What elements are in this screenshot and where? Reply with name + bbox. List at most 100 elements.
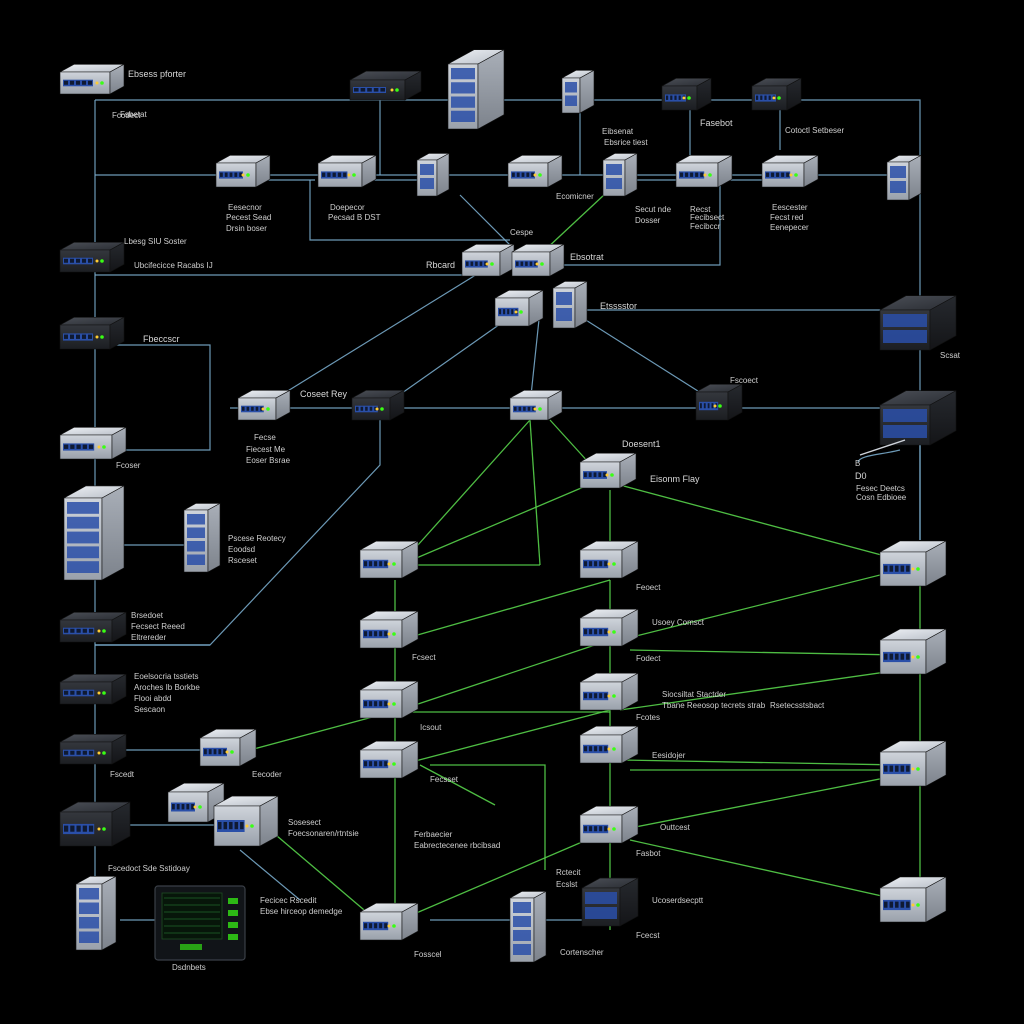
label: Ecslst bbox=[556, 880, 578, 889]
switch-device bbox=[59, 63, 125, 95]
label: Ebse hirceop demedge bbox=[260, 907, 343, 916]
link bbox=[629, 839, 901, 901]
label: Fosscel bbox=[414, 950, 442, 959]
link bbox=[459, 194, 511, 246]
link bbox=[629, 649, 901, 656]
server-tower bbox=[886, 154, 922, 201]
label: Eabrectecenee rbcibsad bbox=[414, 841, 500, 850]
label: Fecibccr bbox=[690, 222, 721, 231]
link bbox=[419, 764, 496, 806]
label: Doepecor bbox=[330, 203, 365, 212]
label: Sescaon bbox=[134, 705, 165, 714]
switch-device bbox=[879, 876, 947, 923]
link bbox=[399, 419, 531, 566]
label: Fecst red bbox=[770, 213, 803, 222]
server-tower bbox=[447, 49, 505, 130]
label: Fecicec Rscedit bbox=[260, 896, 317, 905]
switch-device bbox=[579, 608, 639, 647]
label: B bbox=[855, 459, 860, 468]
label: Eoser Bsrae bbox=[246, 456, 291, 465]
link bbox=[569, 309, 721, 406]
switch-device bbox=[317, 154, 377, 188]
switch-device bbox=[215, 154, 271, 188]
label: Usoey Comsct bbox=[652, 618, 705, 627]
label: Rsetecsstsbact bbox=[770, 701, 825, 710]
rack-server bbox=[879, 390, 957, 446]
link bbox=[269, 829, 371, 916]
label: Recst bbox=[690, 205, 711, 214]
link bbox=[619, 484, 901, 561]
switch-device bbox=[59, 673, 127, 705]
label: Eoodsd bbox=[228, 545, 255, 554]
label: Fcsect bbox=[412, 653, 436, 662]
switch-device bbox=[59, 426, 127, 460]
switch-device bbox=[199, 728, 257, 767]
label: Fscedt bbox=[110, 770, 135, 779]
label: Ubcifecicce Racabs IJ bbox=[134, 261, 213, 270]
label: Eesecnor bbox=[228, 203, 262, 212]
label: Ecomicner bbox=[556, 192, 594, 201]
switch-device bbox=[237, 389, 291, 421]
switch-device bbox=[507, 154, 563, 188]
link bbox=[399, 829, 611, 921]
switch-device bbox=[761, 154, 819, 188]
switch-device bbox=[675, 154, 733, 188]
label: Secut nde bbox=[635, 205, 672, 214]
label: Rctecit bbox=[556, 868, 581, 877]
label: Foecsonaren/rtntsie bbox=[288, 829, 359, 838]
switch-device bbox=[359, 740, 419, 779]
rack-server bbox=[879, 295, 957, 351]
server-tower bbox=[75, 875, 117, 951]
label: Rbcard bbox=[426, 260, 455, 270]
server-tower bbox=[552, 280, 588, 329]
link bbox=[529, 309, 541, 406]
link bbox=[399, 479, 601, 566]
server-tower bbox=[602, 152, 638, 197]
link bbox=[264, 259, 501, 406]
switch-device bbox=[579, 452, 637, 489]
link bbox=[619, 569, 901, 641]
switch-device bbox=[579, 672, 639, 711]
label: Rsceset bbox=[228, 556, 258, 565]
label: Pscese Reotecy bbox=[228, 534, 286, 543]
label: Fodect bbox=[636, 654, 661, 663]
labels-layer: Ebsess pforter Fcodect Eibsenat Ebsrice … bbox=[108, 69, 961, 972]
label: Doesent1 bbox=[622, 439, 661, 449]
link bbox=[857, 449, 901, 463]
label: Pecest Sead bbox=[226, 213, 271, 222]
label: Fasebot bbox=[700, 118, 733, 128]
label: Flooi abdd bbox=[134, 694, 171, 703]
label: Fscedoct Sde Sstidoay bbox=[108, 864, 190, 873]
label: Dosser bbox=[635, 216, 661, 225]
link bbox=[399, 579, 611, 641]
label: Fecsect Reeed bbox=[131, 622, 185, 631]
switch-device bbox=[351, 389, 405, 421]
label: Eltrereder bbox=[131, 633, 166, 642]
switch-device bbox=[349, 70, 422, 101]
switch-device bbox=[59, 611, 127, 643]
link bbox=[529, 419, 541, 566]
label: Tbane Reeosop tecrets strab bbox=[662, 701, 766, 710]
label: Scsat bbox=[940, 351, 961, 360]
label: Siocsiltat Stactder bbox=[662, 690, 726, 699]
label: Cotoctl Setbeser bbox=[785, 126, 844, 135]
switch-device bbox=[59, 241, 125, 273]
switch-device bbox=[661, 77, 712, 111]
cable bbox=[859, 439, 906, 456]
link bbox=[399, 709, 611, 766]
label: Coseet Rey bbox=[300, 389, 348, 399]
label: Etsssstor bbox=[600, 301, 637, 311]
link bbox=[95, 344, 211, 451]
label: Ebsotrat bbox=[570, 252, 604, 262]
switch-device bbox=[509, 389, 563, 421]
switch-device bbox=[579, 805, 639, 844]
label: Eecoder bbox=[252, 770, 282, 779]
link bbox=[399, 639, 611, 711]
label: D0 bbox=[855, 471, 867, 481]
label: Fcecst bbox=[636, 931, 660, 940]
label: Eoelsocria tsstiets bbox=[134, 672, 198, 681]
label: Pecsad B DST bbox=[328, 213, 381, 222]
switch-device bbox=[879, 540, 947, 587]
label: Fiecest Me bbox=[246, 445, 286, 454]
